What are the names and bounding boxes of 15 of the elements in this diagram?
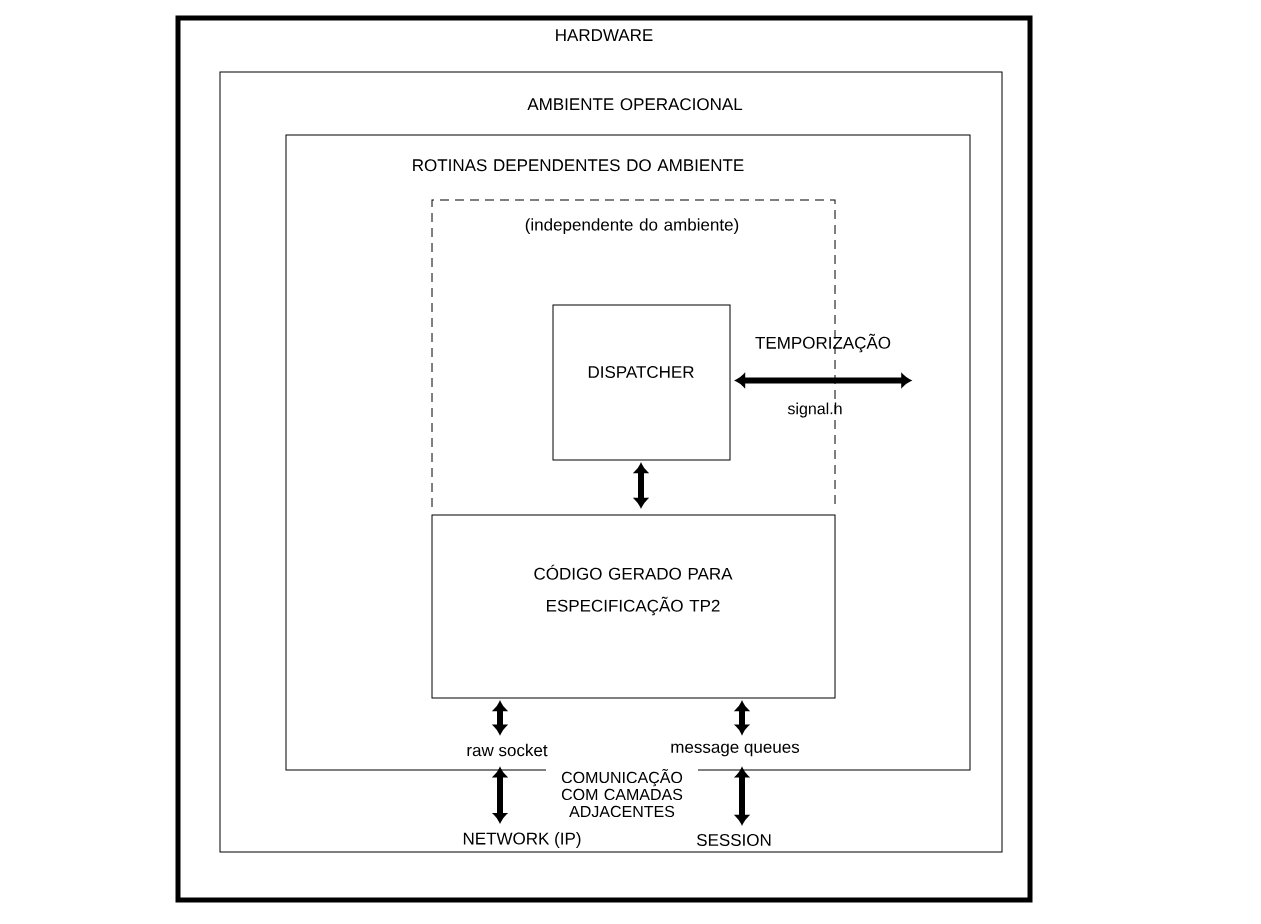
node-text: raw socket	[467, 743, 548, 757]
double-arrow	[735, 767, 749, 825]
dispatcher-box: DISPATCHER	[552, 304, 731, 461]
node-text: SESSION	[697, 834, 771, 847]
double-arrow	[634, 463, 648, 508]
node-text: message queues	[671, 743, 800, 757]
double-arrow	[735, 701, 749, 735]
node-text: NETWORK (IP)	[463, 832, 581, 848]
edge-label: TEMPORIZAÇÃO	[755, 333, 891, 353]
label-text: signal.h	[787, 402, 842, 418]
label-text: COMUNICAÇÃO COM CAMADAS ADJACENTES	[546, 767, 698, 819]
double-arrow	[493, 767, 507, 823]
double-arrow	[735, 373, 911, 388]
double-arrow	[493, 701, 507, 735]
code-box: CÓDIGO GERADO PARA ESPECIFICAÇÃO TP2	[431, 514, 836, 699]
